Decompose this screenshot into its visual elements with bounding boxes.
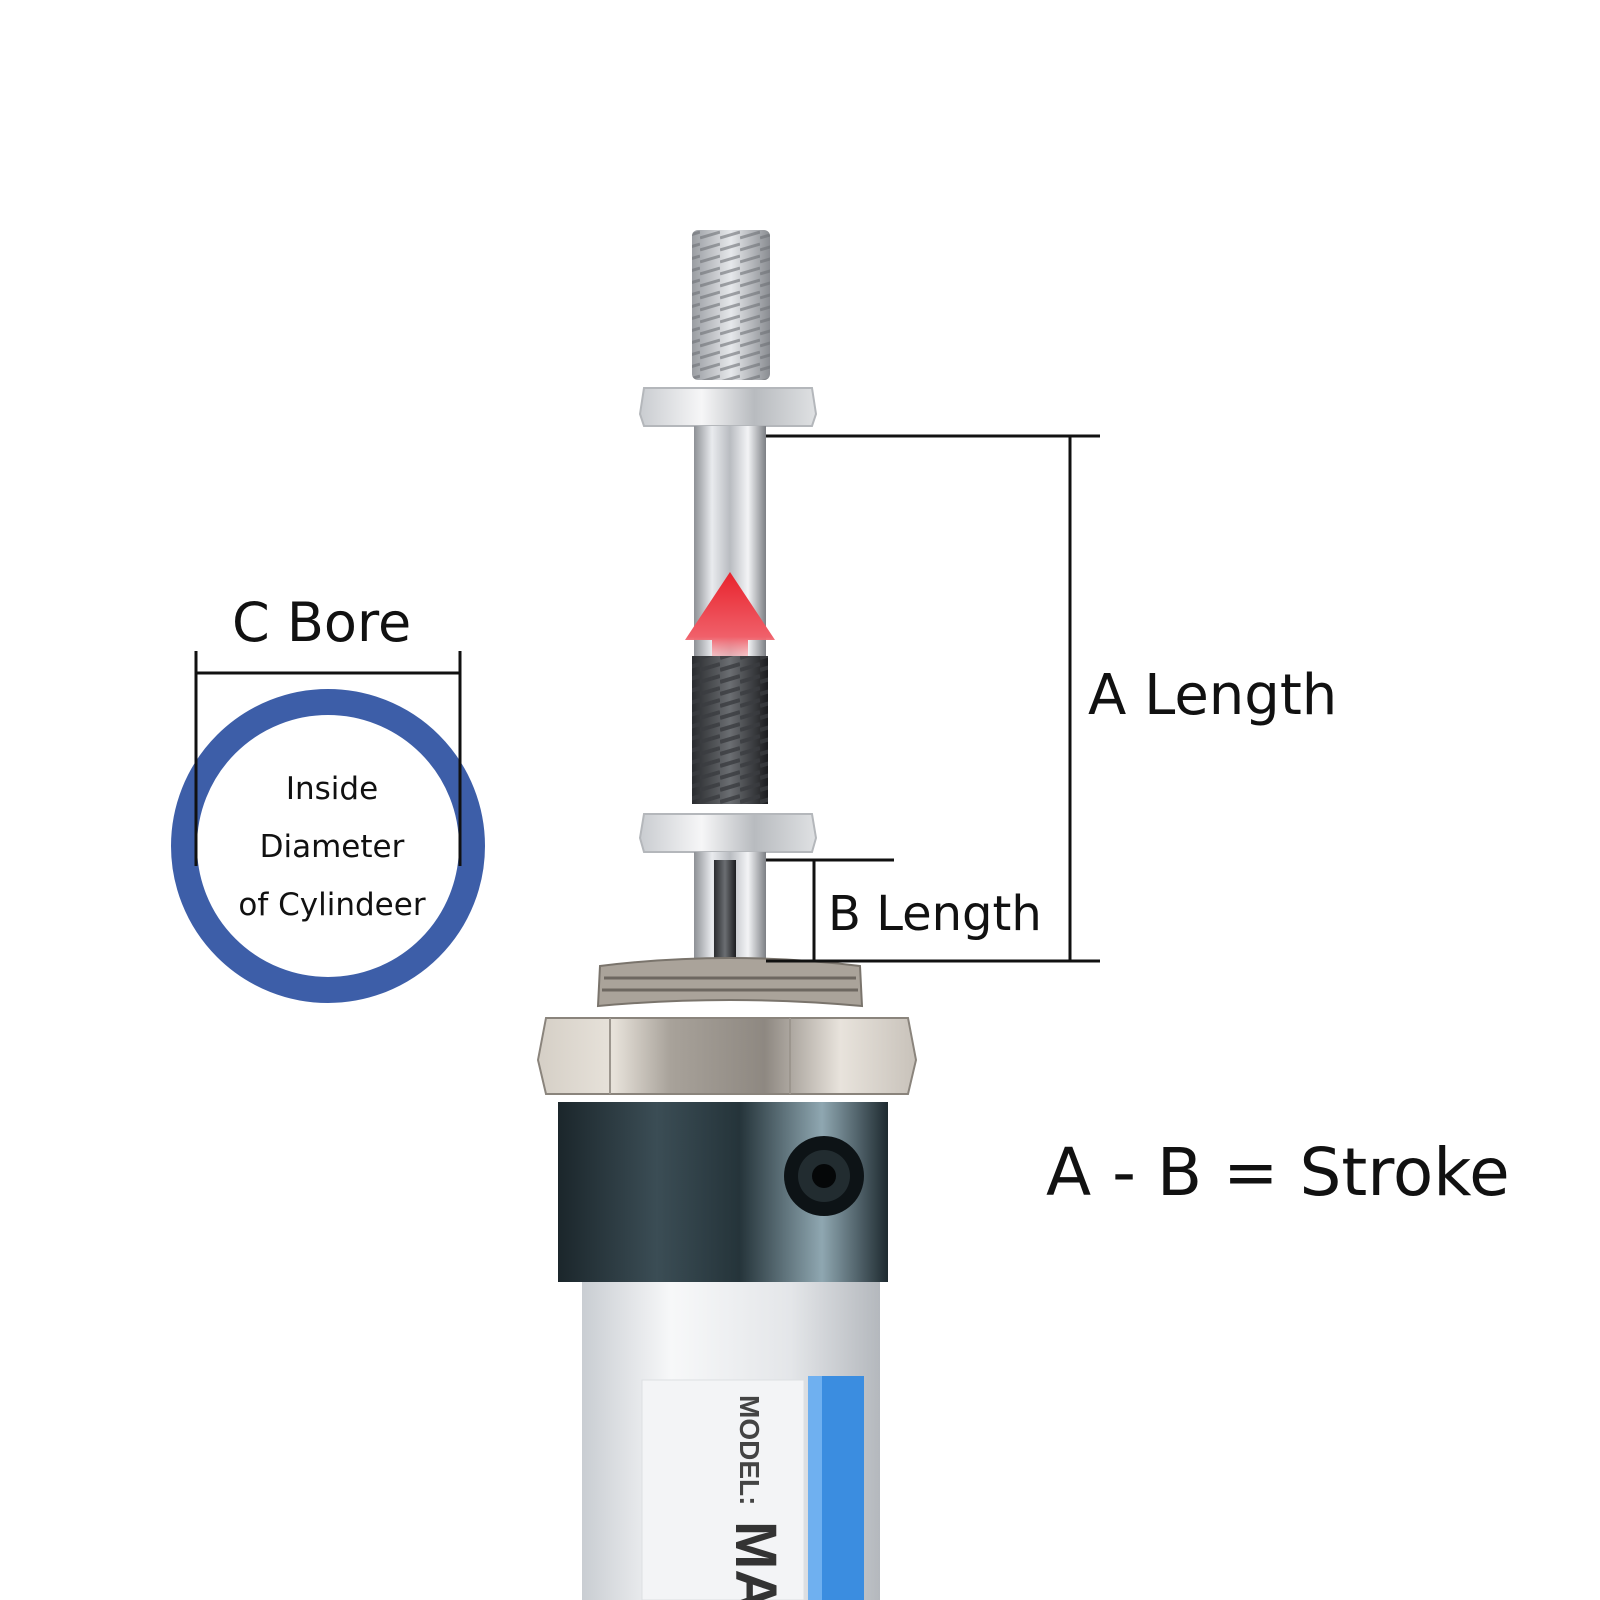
rod-stub [694,852,766,962]
a-length-label: A Length [1088,663,1338,728]
model-text: MODEL: [734,1395,765,1505]
cylinder-tube [582,1282,880,1600]
bore-diagram [171,651,485,1003]
inside-line-3: of Cylindeer [238,887,426,923]
c-bore-label: C Bore [232,591,412,654]
rod-thread-lower [692,656,768,804]
rod-thread-top [692,230,770,380]
b-length-label: B Length [828,886,1042,942]
dimension-lines [766,434,1100,963]
inside-line-1: Inside [285,771,379,807]
inside-line-2: Diameter [259,829,405,865]
end-cap [558,1102,888,1282]
top-hex-nut [638,387,818,427]
lower-hex-nut [638,813,818,853]
direction-arrow [685,572,775,680]
mounting-hex-nut [536,1017,918,1095]
inside-diameter-text: Inside Diameter of Cylindeer [200,760,464,934]
stroke-formula: A - B = Stroke [1046,1134,1510,1211]
model-partial-text: MA [723,1521,788,1600]
head-thread-ring [596,957,864,1008]
tube-model-label: MODEL: MA [723,1395,788,1600]
